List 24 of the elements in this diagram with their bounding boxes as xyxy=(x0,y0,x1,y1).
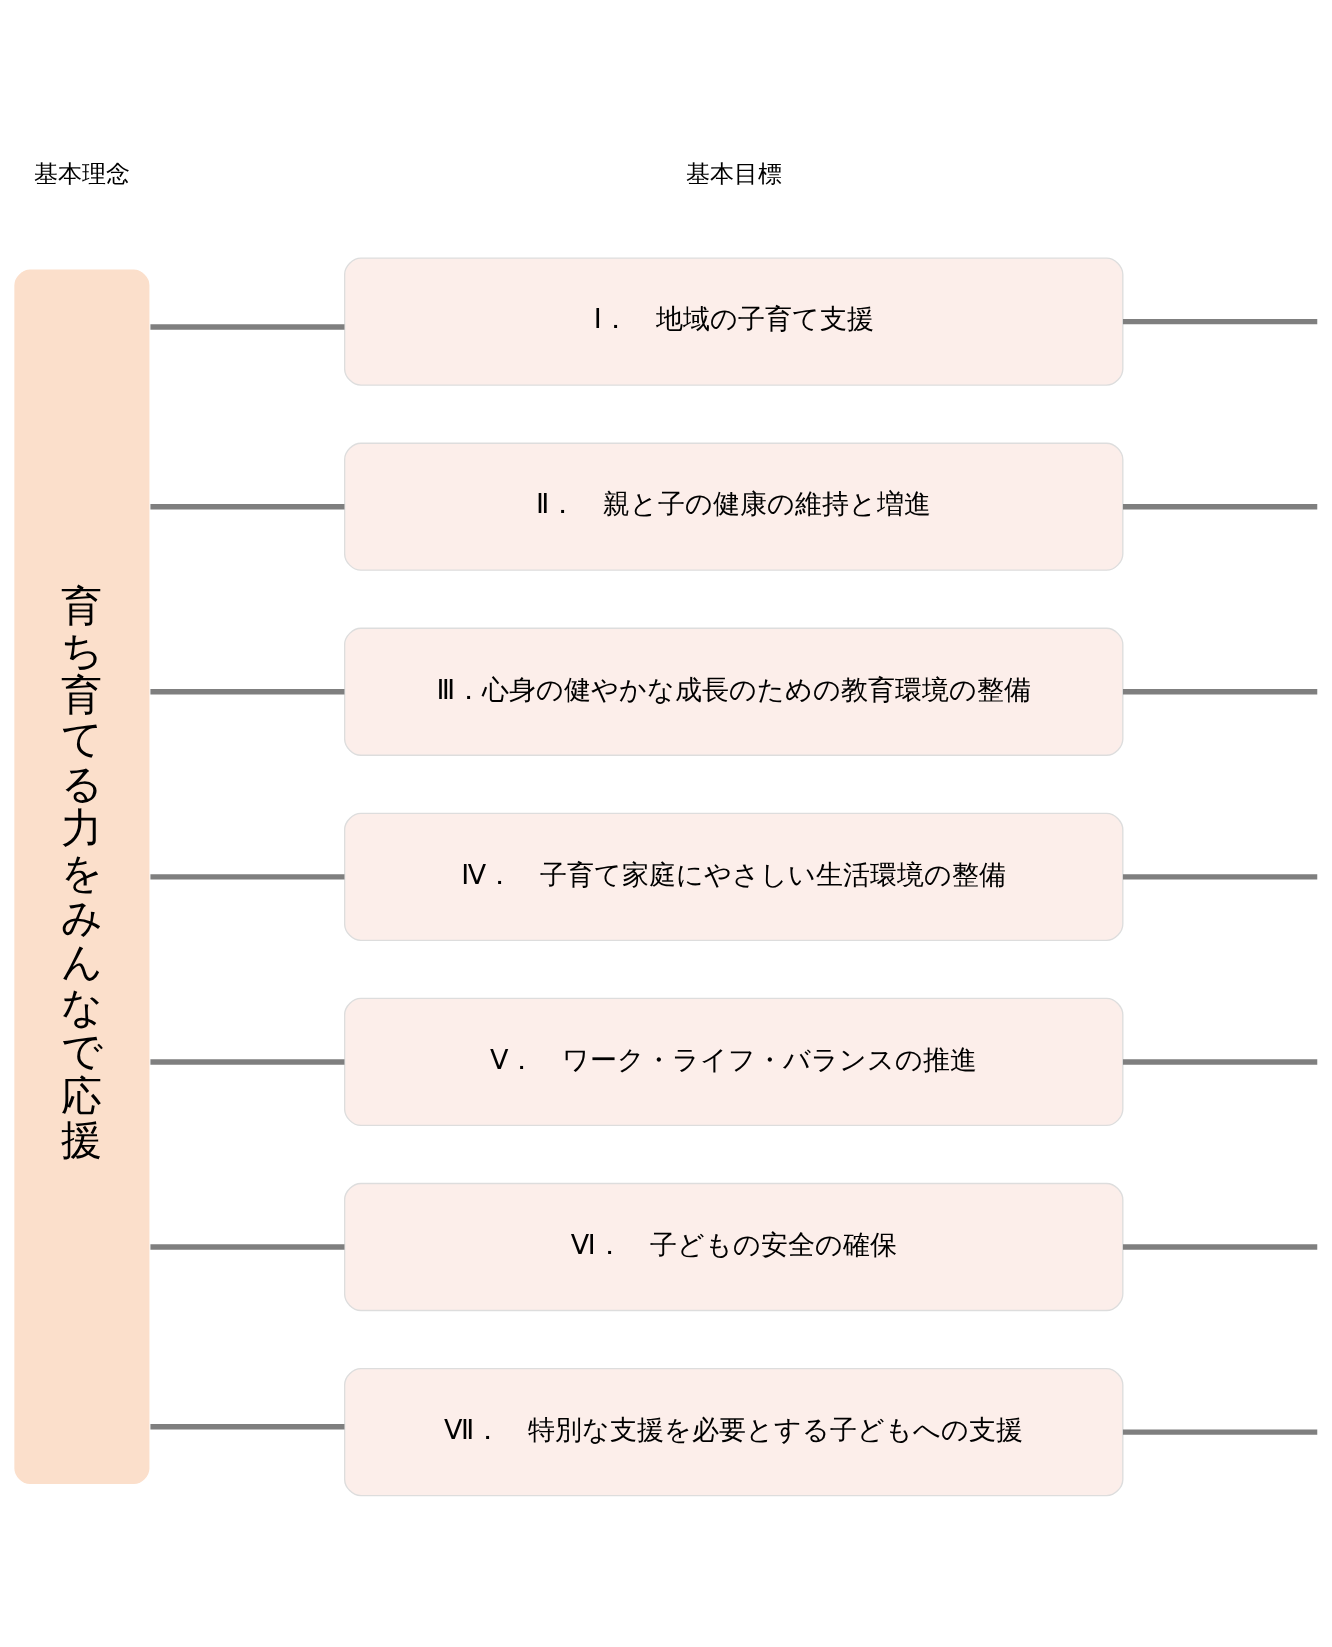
connector xyxy=(150,874,345,880)
node-box: Ⅲ．心身の健やかな成長のための教育環境の整備 xyxy=(344,627,1124,756)
connector xyxy=(150,1059,345,1065)
connector xyxy=(1122,874,1318,880)
connector xyxy=(150,1244,345,1250)
connector xyxy=(1122,504,1318,510)
label: 基本目標 xyxy=(685,158,782,188)
node-box: Ⅰ． 地域の子育て支援 xyxy=(344,257,1124,386)
node-box: 育ち育てる力をみんなで応援 xyxy=(13,268,151,1486)
node-box: Ⅵ． 子どもの安全の確保 xyxy=(344,1182,1124,1312)
connector xyxy=(1122,1429,1318,1435)
connector xyxy=(1122,1059,1318,1065)
connector xyxy=(150,324,345,330)
node-box: Ⅶ． 特別な支援を必要とする子どもへの支援 xyxy=(344,1367,1124,1497)
node-box: Ⅴ． ワーク・ライフ・バランスの推進 xyxy=(344,997,1124,1127)
connector xyxy=(1122,318,1318,325)
connector xyxy=(150,1424,345,1430)
node-box: Ⅳ． 子育て家庭にやさしい生活環境の整備 xyxy=(344,812,1124,942)
connector xyxy=(150,689,345,695)
node-box: Ⅱ． 親と子の健康の維持と増進 xyxy=(344,442,1124,571)
connector xyxy=(1122,1244,1318,1250)
connector xyxy=(150,504,345,510)
connector xyxy=(1122,689,1318,695)
label: 基本理念 xyxy=(33,158,130,188)
